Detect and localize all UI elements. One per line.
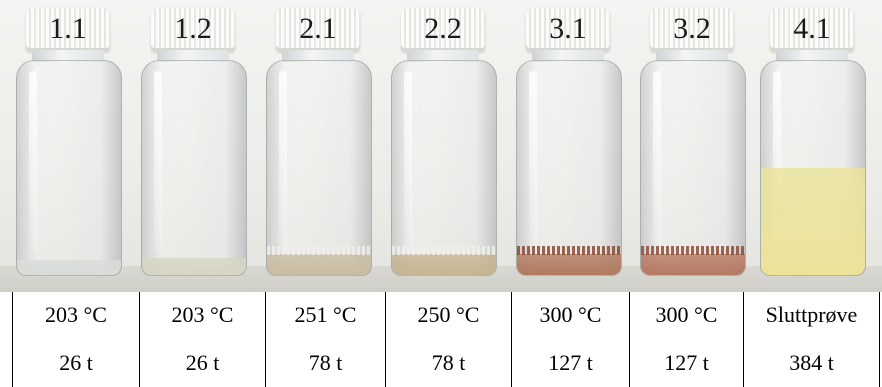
vial-liquid	[517, 245, 621, 275]
table-column: 203 °C 26 t	[12, 292, 140, 387]
vial-cap: 3.2	[650, 8, 734, 52]
vial-liquid	[142, 257, 246, 275]
time-cell: 127 t	[548, 350, 593, 375]
table-column: Sluttprøve 384 t	[744, 292, 880, 387]
vial-liquid	[17, 260, 121, 275]
vial-2-1: 2.1	[262, 8, 374, 280]
vial-label: 3.2	[673, 12, 711, 45]
vial-1-1: 1.1	[12, 8, 124, 280]
vial-cap: 3.1	[526, 8, 610, 52]
temperature-cell: 250 °C	[417, 302, 480, 327]
glass-highlight	[279, 71, 287, 251]
temperature-cell: 203 °C	[45, 302, 107, 327]
vial-liquid	[267, 245, 371, 275]
table-column: 300 °C 127 t	[512, 292, 630, 387]
sediment	[267, 245, 371, 255]
sediment	[641, 245, 745, 255]
table-column: 250 °C 78 t	[386, 292, 512, 387]
vial-liquid	[392, 245, 496, 275]
vials-photo: 1.1 1.2 2.1 2.2 3.1 3.2 4.1	[0, 0, 882, 292]
vial-2-2: 2.2	[387, 8, 499, 280]
time-cell: 127 t	[664, 350, 709, 375]
time-cell: 78 t	[431, 350, 466, 375]
vial-4-1: 4.1	[756, 8, 868, 280]
table-column: 251 °C 78 t	[266, 292, 386, 387]
glass-highlight	[529, 71, 537, 251]
vial-cap: 1.1	[26, 8, 110, 52]
vial-label: 2.2	[424, 12, 462, 45]
vial-label: 1.2	[174, 12, 212, 45]
vial-neck	[282, 50, 354, 62]
temperature-cell: 203 °C	[171, 302, 234, 327]
glass-highlight	[154, 71, 162, 251]
sediment	[392, 245, 496, 255]
temperature-cell: Sluttprøve	[765, 302, 858, 327]
table-column: 300 °C 127 t	[630, 292, 744, 387]
vial-body	[266, 60, 372, 276]
vial-neck	[32, 50, 104, 62]
vial-body	[391, 60, 497, 276]
vial-cap: 4.1	[770, 8, 854, 52]
vial-3-2: 3.2	[636, 8, 748, 280]
vial-label: 2.1	[299, 12, 337, 45]
vial-body	[141, 60, 247, 276]
glass-highlight	[29, 71, 37, 251]
time-cell: 384 t	[789, 350, 834, 375]
vial-liquid	[761, 168, 865, 275]
vial-cap: 1.2	[151, 8, 235, 52]
vial-neck	[532, 50, 604, 62]
time-cell: 26 t	[59, 350, 93, 375]
vial-body	[16, 60, 122, 276]
vial-label: 1.1	[49, 12, 87, 45]
vial-1-2: 1.2	[137, 8, 249, 280]
vial-cap: 2.1	[276, 8, 360, 52]
vial-cap: 2.2	[401, 8, 485, 52]
vial-neck	[776, 50, 848, 62]
vial-label: 3.1	[549, 12, 587, 45]
vial-body	[760, 60, 866, 276]
glass-highlight	[773, 71, 781, 251]
time-cell: 26 t	[185, 350, 220, 375]
vial-liquid	[641, 245, 745, 275]
vial-neck	[407, 50, 479, 62]
glass-highlight	[404, 71, 412, 251]
vial-neck	[656, 50, 728, 62]
conditions-table: 203 °C 26 t 203 °C 26 t 251 °C 78 t 250 …	[0, 292, 882, 387]
vial-neck	[157, 50, 229, 62]
sediment	[517, 245, 621, 255]
vial-body	[640, 60, 746, 276]
vial-label: 4.1	[793, 12, 831, 45]
temperature-cell: 300 °C	[539, 302, 602, 327]
glass-highlight	[653, 71, 661, 251]
vial-3-1: 3.1	[512, 8, 624, 280]
temperature-cell: 300 °C	[655, 302, 718, 327]
table-column: 203 °C 26 t	[140, 292, 266, 387]
vial-body	[516, 60, 622, 276]
temperature-cell: 251 °C	[294, 302, 357, 327]
time-cell: 78 t	[308, 350, 343, 375]
